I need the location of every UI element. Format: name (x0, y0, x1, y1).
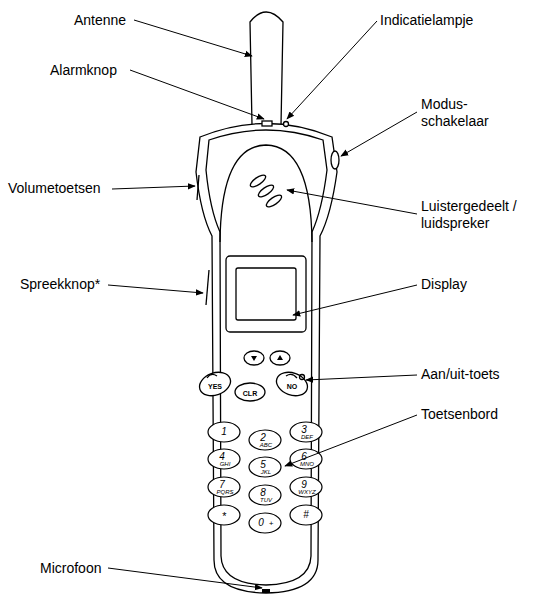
keypad-key (249, 457, 281, 477)
key-label: + (269, 520, 274, 528)
key-label: TUV (260, 497, 272, 503)
speaker-slot (257, 183, 276, 199)
leader-line (130, 70, 264, 119)
mode-switch (331, 151, 339, 169)
speaker-slot (249, 173, 268, 189)
key-label: DEF (301, 434, 313, 440)
nav-key (244, 351, 264, 365)
key-label: NO (287, 383, 298, 390)
part-label: Luistergedeelt / luidspreker (419, 198, 549, 232)
leader-line (306, 375, 417, 380)
leader-line (341, 112, 417, 156)
keypad-key (249, 430, 281, 450)
handset-icon (286, 374, 297, 378)
part-label: Display (419, 276, 469, 293)
key-label: 7 (219, 480, 225, 490)
alarm-key (262, 121, 272, 126)
part-label: Volumetoetsen (6, 180, 103, 197)
keypad-key (208, 505, 240, 525)
keypad-key (290, 477, 322, 497)
leader-line (134, 20, 252, 56)
display-frame (226, 256, 306, 332)
part-label: Aan/uit-toets (419, 366, 502, 383)
key-label: 4 (219, 452, 225, 462)
key-label: YES (208, 383, 222, 390)
leader-line (112, 186, 195, 189)
leader-line (108, 285, 203, 293)
key-label: 2 (260, 433, 266, 443)
key-label: CLR (243, 390, 257, 397)
display-screen (236, 268, 296, 320)
keypad-key (249, 513, 281, 533)
key-label: WXYZ (298, 489, 315, 495)
part-label: Alarmknop (48, 62, 119, 79)
key-label: # (303, 510, 309, 520)
key-label: 9 (301, 480, 307, 490)
keypad-key (290, 422, 322, 442)
keypad-key (290, 505, 322, 525)
keypad-key (208, 477, 240, 497)
nav-arrow (251, 356, 257, 361)
leader-line (285, 415, 417, 466)
housing-rim (206, 130, 327, 585)
leader-line (287, 21, 377, 119)
key-label: ABC (260, 442, 272, 448)
talk-key (206, 270, 209, 305)
leader-line (287, 190, 417, 214)
microphone (262, 589, 270, 593)
key-label: PQRS (216, 489, 233, 495)
key-label: 6 (301, 452, 307, 462)
keypad-key (208, 422, 240, 442)
antenna (250, 12, 283, 125)
no-key (273, 368, 311, 400)
part-label: Modus- schakelaar (419, 96, 507, 130)
key-label: 0 (258, 518, 264, 528)
key-label: * (222, 511, 226, 522)
part-label: Spreekknop* (18, 276, 102, 293)
part-label: Antenne (72, 12, 128, 29)
keypad-key (208, 449, 240, 469)
phone-body (196, 12, 339, 593)
key-label: 8 (260, 488, 266, 498)
part-label: Indicatielampje (378, 12, 475, 29)
earpiece (220, 145, 312, 242)
key-label: 1 (221, 427, 227, 437)
power-icon (300, 375, 305, 380)
keypad-keys (208, 422, 322, 533)
keypad-key (249, 485, 281, 505)
leader-line (108, 568, 262, 588)
keypad-key (290, 449, 322, 469)
volume-keys (197, 175, 199, 200)
key-label: 3 (301, 425, 307, 435)
key-label: JKL (261, 469, 271, 475)
indicator-light (284, 122, 289, 127)
handset-icon (207, 374, 217, 378)
clr-key (235, 383, 265, 401)
key-label: 5 (260, 460, 266, 470)
yes-key (196, 368, 234, 400)
part-label: Toetsenbord (419, 406, 500, 423)
drawing-part (262, 589, 270, 593)
speaker-slot (265, 193, 284, 209)
leader-line (293, 285, 417, 315)
housing (196, 124, 337, 594)
leader-lines (108, 20, 417, 588)
part-label: Microfoon (38, 560, 103, 577)
key-label: GHI (220, 461, 231, 467)
key-label: MNO (300, 461, 314, 467)
nav-arrow (277, 355, 283, 360)
nav-key (270, 351, 290, 365)
